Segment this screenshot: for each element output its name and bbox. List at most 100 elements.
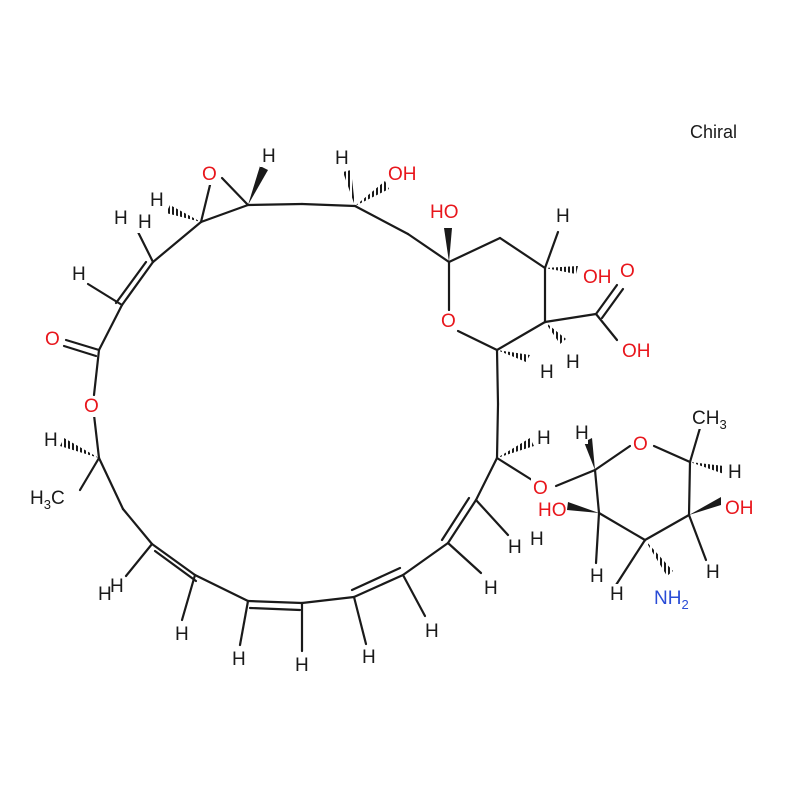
atom-label-background — [386, 164, 412, 185]
atom-label: H — [566, 352, 580, 373]
bond — [246, 599, 304, 605]
bond — [406, 232, 451, 264]
atom-symbol: H — [425, 621, 439, 642]
atom-label: CH3 — [692, 408, 727, 432]
bond — [688, 426, 702, 464]
atom-H_p5: H — [423, 621, 439, 642]
atom-H_c2: H — [588, 566, 604, 587]
bond — [350, 566, 402, 592]
bond — [643, 513, 691, 542]
atom-label-background — [573, 423, 588, 444]
bond — [594, 283, 619, 316]
atom-label-background — [42, 430, 57, 451]
bond — [594, 511, 601, 565]
bond — [652, 444, 692, 464]
atom-O_ester: O — [82, 396, 99, 417]
atom-subscript: 3 — [719, 417, 726, 432]
bond — [238, 599, 250, 647]
atom-symbol: H — [30, 488, 44, 509]
atom-H_p10: H — [528, 529, 544, 550]
atom-H_c5: H — [726, 462, 742, 483]
atom-label: HO — [538, 500, 567, 521]
bond — [60, 438, 99, 458]
bond — [584, 438, 595, 470]
atom-label-background — [723, 498, 749, 519]
atom-label-background — [528, 529, 543, 550]
atom-H_db2: H — [70, 264, 86, 285]
atom-label-background — [726, 462, 741, 483]
bond — [300, 202, 357, 208]
atom-label: H — [484, 578, 498, 599]
bond — [687, 460, 692, 517]
atom-symbol: H — [138, 212, 152, 233]
atom-O_acid1: O — [618, 261, 635, 282]
atom-label-background — [690, 408, 723, 429]
atom-label: HO — [430, 202, 459, 223]
bond — [355, 181, 389, 206]
bond — [62, 344, 98, 358]
atom-CH3_b: CH3 — [690, 408, 727, 432]
atom-symbol: O — [202, 164, 217, 185]
bond — [220, 176, 250, 207]
atom-label: O — [441, 311, 456, 332]
atom-subscript: 3 — [44, 497, 51, 512]
atom-symbol: H — [610, 584, 624, 605]
atom-label-background — [360, 647, 375, 668]
atom-HO_hemi: HO — [428, 202, 459, 223]
atom-symbol: O — [45, 329, 60, 350]
bond — [594, 312, 619, 342]
bond — [92, 348, 101, 397]
atom-label-background — [70, 264, 85, 285]
atom-symbol: O — [633, 434, 648, 455]
atom-label-background — [652, 588, 685, 609]
atom-H_c16: H — [538, 362, 554, 383]
wedges — [60, 166, 724, 576]
atom-symbol: H — [566, 352, 580, 373]
bond — [545, 322, 566, 344]
atom-label-background — [620, 341, 646, 362]
bonds — [62, 176, 708, 653]
atom-symbol: H — [590, 566, 604, 587]
atom-H_c17: H — [564, 352, 580, 373]
bond — [614, 538, 647, 587]
atom-label: H — [575, 423, 589, 444]
atom-label-background — [148, 190, 163, 211]
atom-symbol: OH — [725, 498, 754, 519]
bond — [440, 496, 471, 542]
atom-label-background — [333, 148, 348, 169]
atom-label-background — [200, 164, 215, 185]
atom-O_carbonyl: O — [43, 329, 60, 350]
atom-label: H — [232, 649, 246, 670]
atom-label-background — [506, 537, 521, 558]
atom-label: O — [633, 434, 648, 455]
atom-symbol: O — [533, 478, 548, 499]
bond — [495, 456, 534, 482]
bond — [687, 513, 708, 562]
bond — [497, 438, 534, 458]
bond — [446, 541, 483, 575]
bond — [199, 203, 250, 224]
bond — [114, 260, 148, 305]
bond — [456, 329, 499, 352]
atom-symbol: H — [484, 578, 498, 599]
bond — [597, 511, 647, 542]
atom-symbol: H — [706, 562, 720, 583]
bond — [401, 573, 427, 618]
atom-label: OH — [622, 341, 651, 362]
atom-label-background — [96, 584, 111, 605]
atom-H_p6: H — [482, 578, 498, 599]
atom-symbol: H — [110, 576, 124, 597]
bond — [474, 456, 499, 502]
atom-label: H — [44, 430, 58, 451]
atom-label: H — [72, 264, 86, 285]
atom-symbol: H — [98, 584, 112, 605]
atom-label-background — [588, 566, 603, 587]
bond — [166, 205, 201, 222]
atom-label: H — [540, 362, 554, 383]
bond — [543, 312, 598, 324]
atom-NH2: NH2 — [652, 588, 689, 612]
atom-label-background — [43, 329, 58, 350]
atom-CH3_a: H3C — [28, 488, 65, 512]
atom-symbol: H — [232, 649, 246, 670]
